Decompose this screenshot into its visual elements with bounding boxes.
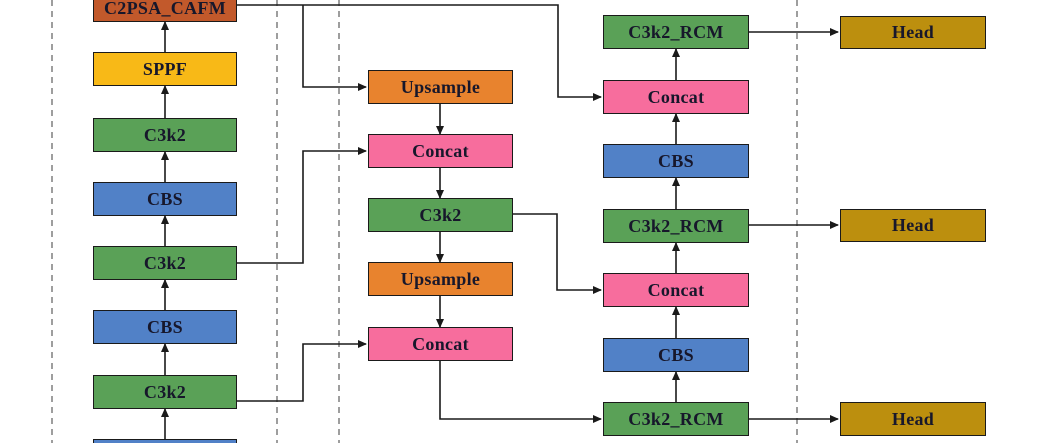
node-backbone-c3k2-bottom: C3k2 <box>93 375 237 409</box>
node-label: Head <box>891 215 935 235</box>
edge-mid4-r6 <box>439 361 602 423</box>
node-label: CBS <box>658 150 694 171</box>
node-head-top: Head <box>840 16 986 49</box>
node-label: C3k2 <box>143 381 187 402</box>
node-label: Concat <box>647 279 705 300</box>
edge-mid2-r4 <box>513 213 602 294</box>
node-label: Concat <box>647 86 705 107</box>
node-label: C3k2_RCM <box>628 21 724 42</box>
node-label: C3k2_RCM <box>628 215 724 236</box>
edge-bb4-mid1 <box>237 147 367 264</box>
node-cbs-right-bottom: CBS <box>603 338 749 372</box>
node-label: Upsample <box>400 268 481 289</box>
node-label: C3k2 <box>143 252 187 273</box>
edge-bb6-mid4 <box>237 340 367 402</box>
node-label: CBS <box>658 344 694 365</box>
node-label: Upsample <box>400 76 481 97</box>
node-label: C3k2 <box>419 204 462 225</box>
node-label: Concat <box>412 140 469 161</box>
node-sppf: SPPF <box>93 52 237 86</box>
node-concat-mid-top: Concat <box>368 134 513 168</box>
node-label: Concat <box>412 333 469 354</box>
node-concat-right-bottom: Concat <box>603 273 749 307</box>
edge-bb0-mid0 <box>302 5 367 91</box>
node-c3k2-rcm-top: C3k2_RCM <box>603 15 749 49</box>
edge-bb0-r1 <box>237 4 602 101</box>
node-label: Head <box>891 22 935 42</box>
node-backbone-cbs-clipped <box>93 439 237 443</box>
node-c3k2-rcm-bottom: C3k2_RCM <box>603 402 749 436</box>
node-upsample-top: Upsample <box>368 70 513 104</box>
node-backbone-cbs-mid: CBS <box>93 310 237 344</box>
node-cbs-right-top: CBS <box>603 144 749 178</box>
node-label: C3k2 <box>143 124 187 145</box>
node-c3k2-rcm-mid: C3k2_RCM <box>603 209 749 243</box>
node-backbone-cbs-top: CBS <box>93 182 237 216</box>
node-upsample-bottom: Upsample <box>368 262 513 296</box>
node-backbone-c3k2-mid: C3k2 <box>93 246 237 280</box>
node-head-mid: Head <box>840 209 986 242</box>
node-label: C2PSA_CAFM <box>104 0 226 18</box>
node-label: CBS <box>147 316 183 337</box>
node-concat-right-top: Concat <box>603 80 749 114</box>
node-head-bottom: Head <box>840 402 986 436</box>
node-label: C3k2_RCM <box>628 408 724 429</box>
node-label: CBS <box>147 188 183 209</box>
node-label: Head <box>891 408 935 429</box>
node-concat-mid-bottom: Concat <box>368 327 513 361</box>
node-neck-c3k2: C3k2 <box>368 198 513 232</box>
node-label: SPPF <box>142 58 188 79</box>
node-c2psa-cafm: C2PSA_CAFM <box>93 0 237 22</box>
node-backbone-c3k2-top: C3k2 <box>93 118 237 152</box>
